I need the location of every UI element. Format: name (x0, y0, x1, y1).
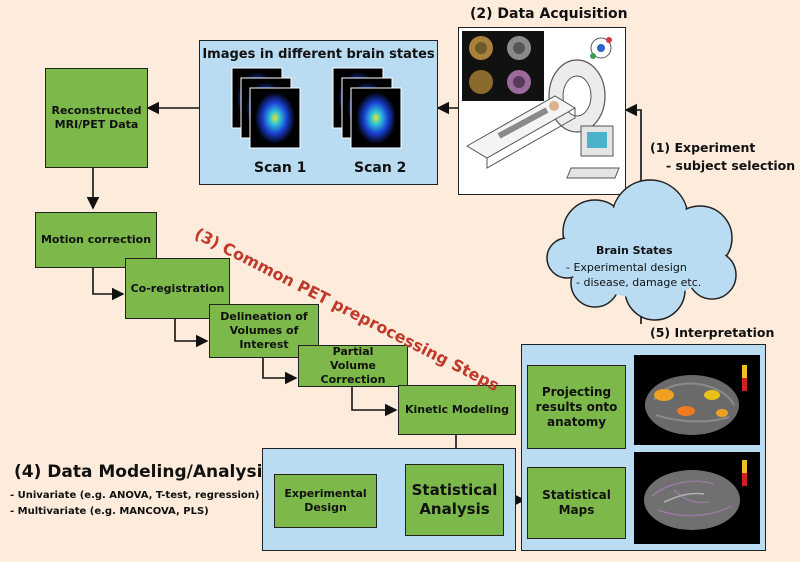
arrow-delineation-to-pvc (262, 358, 298, 385)
acquisition-title: (2) Data Acquisition (470, 6, 628, 22)
experiment-detail: - subject selection (666, 158, 796, 173)
arrow-coreg-to-delineation (174, 319, 209, 348)
projecting-box: Projecting results onto anatomy (527, 365, 626, 449)
interpretation-title: (5) Interpretation (650, 325, 775, 340)
experiment-title: (1) Experiment (650, 140, 756, 155)
scan2-stack (332, 67, 402, 149)
arrow-motion-to-coreg (92, 268, 125, 301)
arrow-pvc-to-kinetic (351, 387, 398, 417)
arrow-experiment-to-acquisition (624, 103, 642, 200)
statistical-analysis-box: Statistical Analysis (405, 464, 504, 536)
modeling-title: (4) Data Modeling/Analysis (14, 462, 273, 482)
cortex-map-illustration (644, 460, 747, 530)
experimental-design-box: Experimental Design (274, 474, 377, 528)
pet-scanner-illustration (462, 31, 620, 179)
partial-volume-box: Partial Volume Correction (298, 345, 408, 387)
modeling-multivariate: - Multivariate (e.g. MANCOVA, PLS) (10, 506, 209, 517)
pet-scan-stacks (231, 67, 402, 149)
brain-states-title: Brain States (596, 244, 673, 257)
statistical-brain-panel (634, 452, 760, 544)
brain-states-line2: - disease, damage etc. (576, 276, 702, 289)
kinetic-modeling-box: Kinetic Modeling (398, 385, 516, 435)
acquisition-panel (458, 27, 626, 195)
statistical-maps-box: Statistical Maps (527, 467, 626, 539)
brain-images-title: Images in different brain states (202, 47, 435, 62)
scan1-stack (231, 67, 301, 149)
cortex-activation-illustration (645, 365, 747, 435)
scan1-label: Scan 1 (254, 160, 307, 176)
modeling-univariate: - Univariate (e.g. ANOVA, T-test, regres… (10, 490, 260, 501)
projection-brain-panel (634, 355, 760, 445)
scan2-label: Scan 2 (354, 160, 407, 176)
brain-states-line1: - Experimental design (566, 261, 687, 274)
reconstructed-data-box: Reconstructed MRI/PET Data (45, 68, 148, 168)
brain-images-panel: Images in different brain states (199, 40, 438, 185)
